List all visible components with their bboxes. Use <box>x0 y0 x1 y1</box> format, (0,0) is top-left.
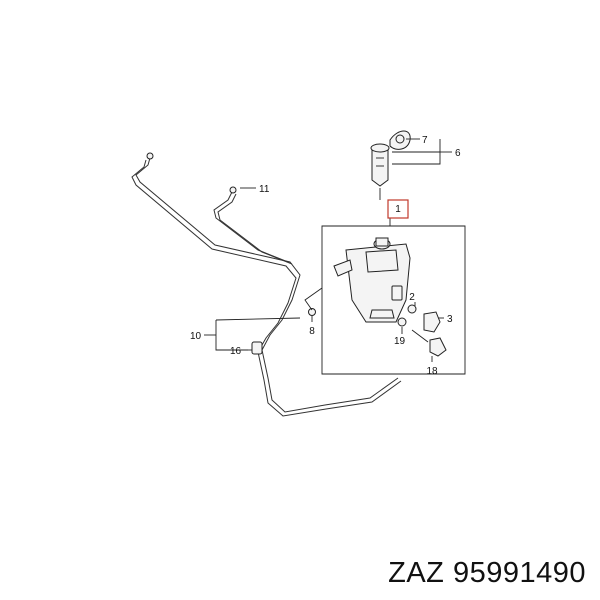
callout-16: 16 <box>230 346 242 357</box>
callout-2: 2 <box>409 292 415 303</box>
sensor-18 <box>429 337 447 357</box>
washer-reservoir <box>333 237 411 323</box>
callout-7: 7 <box>422 135 428 146</box>
seal-19 <box>397 317 407 327</box>
grommet-2 <box>407 304 417 314</box>
callout-19: 19 <box>394 336 406 347</box>
filler-neck-assembly <box>370 130 411 187</box>
part-number: 95991490 <box>452 557 586 589</box>
callout-18: 18 <box>426 366 438 377</box>
part-caption: ZAZ 95991490 <box>388 557 586 590</box>
bolt-8 <box>308 308 316 316</box>
callout-1-box <box>387 199 409 219</box>
assembly-inset-frame <box>321 225 466 375</box>
callout-3: 3 <box>447 314 453 325</box>
pump-3 <box>423 311 441 333</box>
callout-6: 6 <box>455 148 461 159</box>
callout-11: 11 <box>259 184 270 195</box>
hose-clip-16 <box>251 341 263 355</box>
callout-8: 8 <box>309 326 315 337</box>
washer-hose-assembly <box>131 152 402 417</box>
callout-1: 1 <box>395 204 401 215</box>
callout-10: 10 <box>190 331 202 342</box>
brand-name: ZAZ <box>388 557 445 589</box>
